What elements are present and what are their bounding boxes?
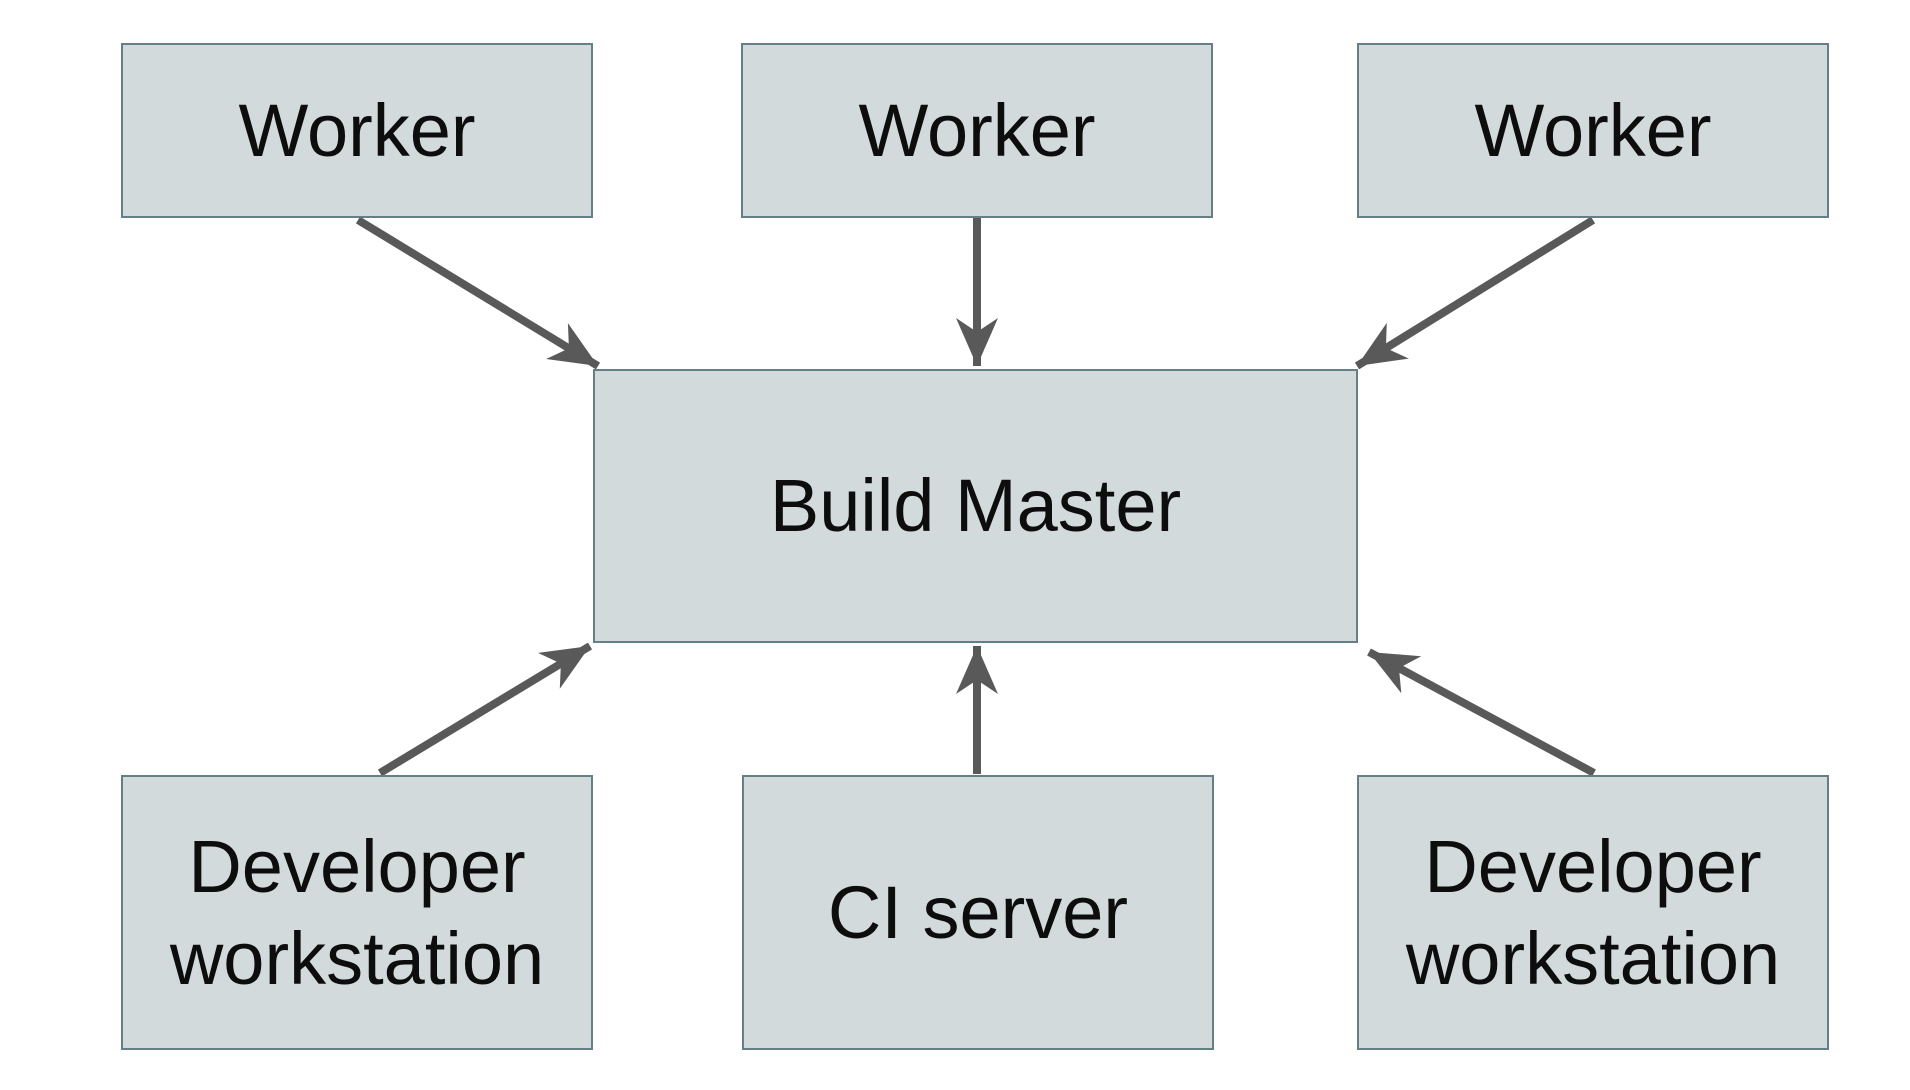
arrow-worker1-to-build-master	[355, 216, 601, 370]
node-developer-workstation-left-label: Developer workstation	[169, 824, 545, 1000]
arrow-devws-right-to-build-master	[1367, 648, 1596, 777]
node-developer-workstation-left: Developer workstation	[121, 775, 593, 1050]
node-worker-3-label: Worker	[1474, 88, 1712, 172]
node-worker-1: Worker	[121, 43, 593, 218]
node-developer-workstation-right: Developer workstation	[1357, 775, 1829, 1050]
node-build-master-label: Build Master	[769, 464, 1182, 548]
node-ci-server: CI server	[742, 775, 1214, 1050]
node-worker-1-label: Worker	[238, 88, 476, 172]
node-worker-2-label: Worker	[858, 88, 1096, 172]
arrow-worker3-to-build-master	[1354, 216, 1596, 370]
node-developer-workstation-right-label: Developer workstation	[1405, 824, 1781, 1000]
node-build-master: Build Master	[593, 369, 1358, 643]
node-ci-server-label: CI server	[827, 870, 1129, 954]
node-worker-3: Worker	[1357, 43, 1829, 218]
node-worker-2: Worker	[741, 43, 1213, 218]
arrow-devws-left-to-build-master	[377, 642, 593, 777]
